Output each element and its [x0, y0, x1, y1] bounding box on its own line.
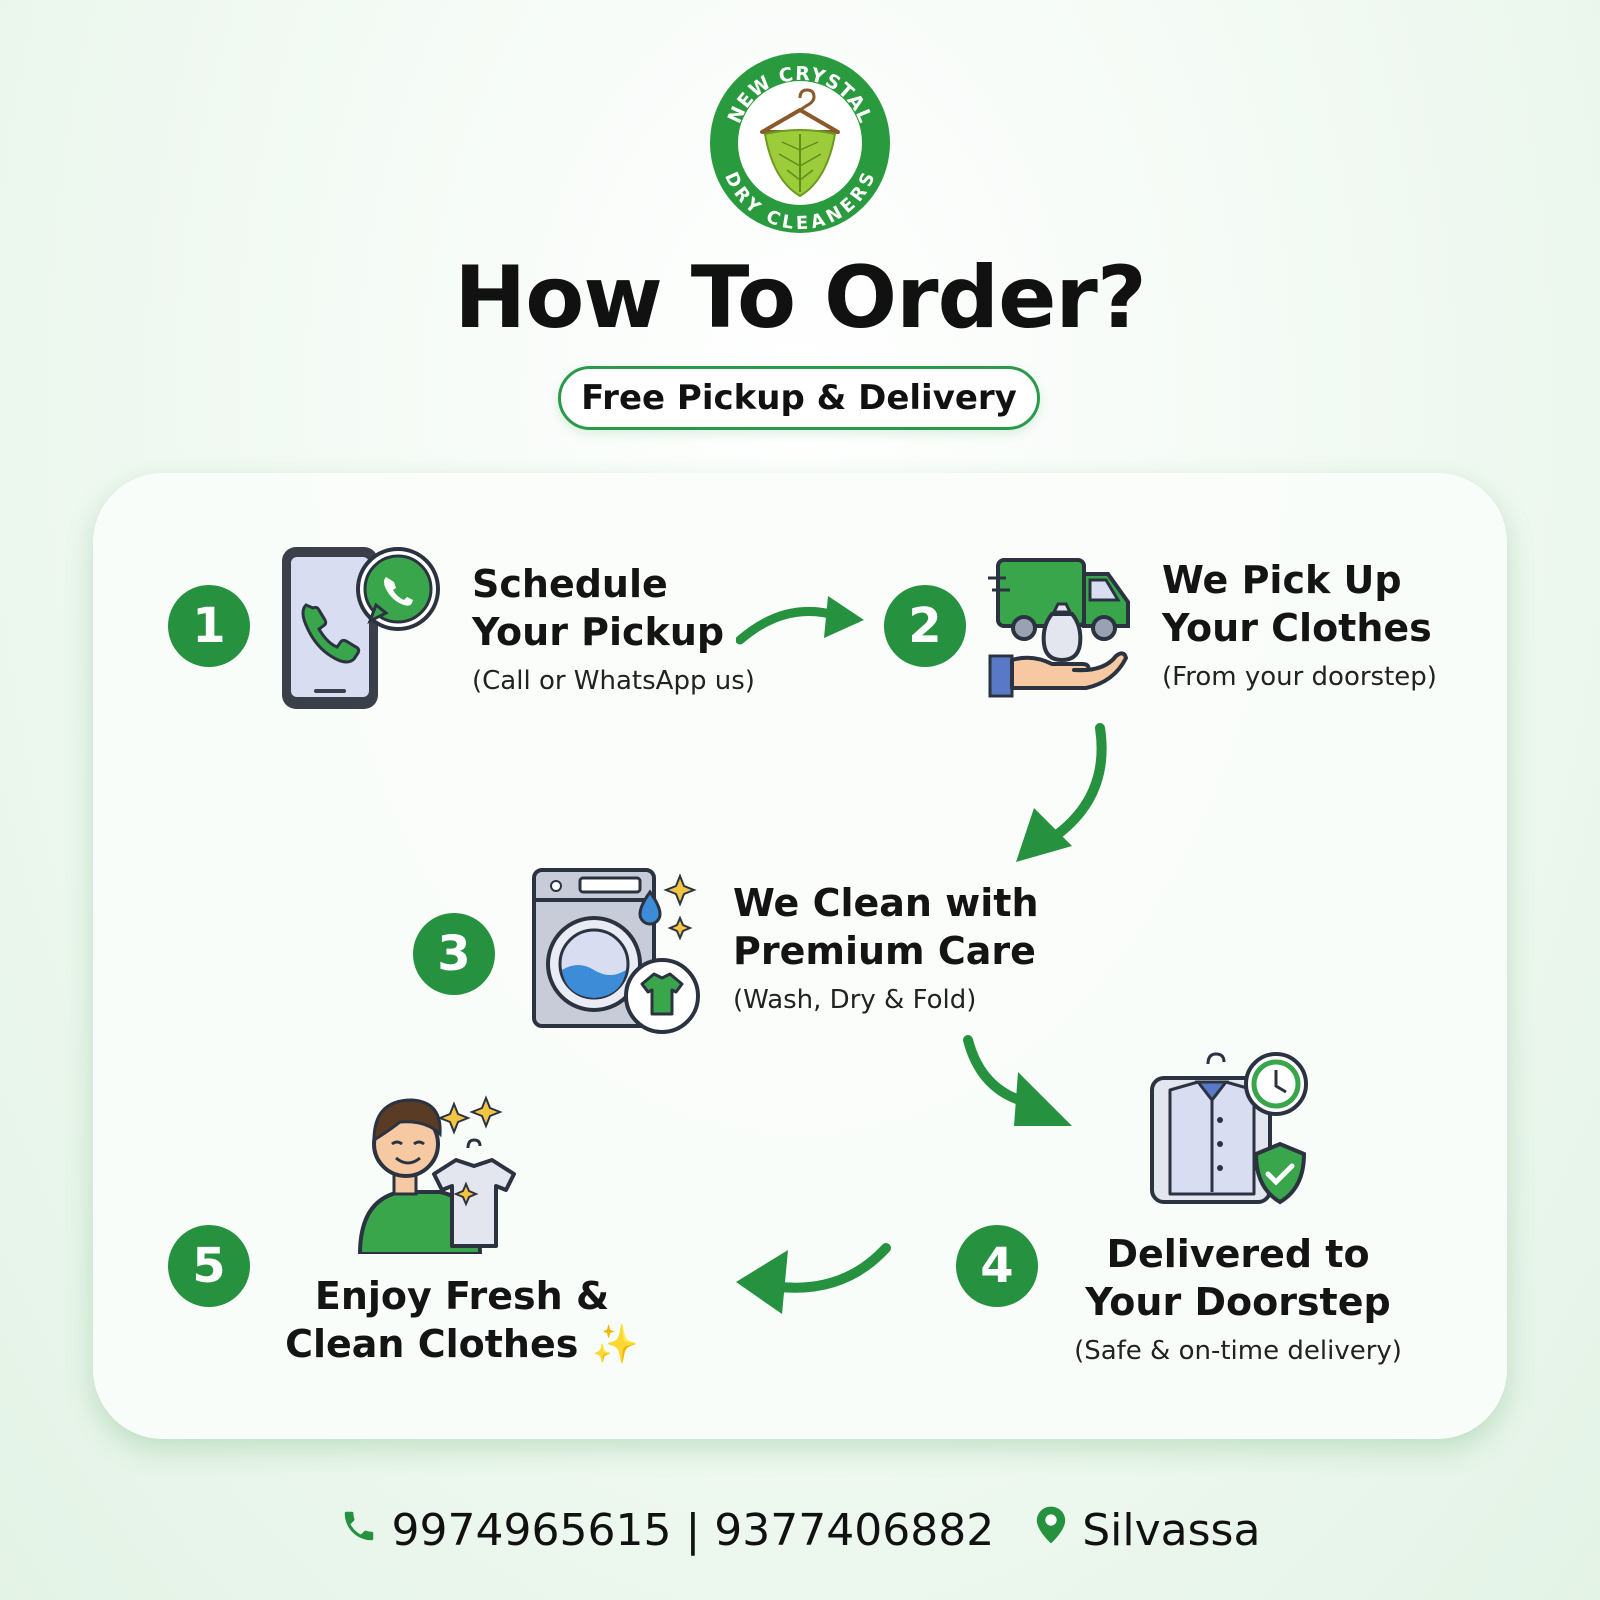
- phone-whatsapp-icon: [278, 543, 443, 715]
- happy-customer-icon: [354, 1094, 516, 1254]
- step-4-text: Delivered to Your Doorstep (Safe & on-ti…: [1048, 1230, 1428, 1368]
- step-2-text: We Pick Up Your Clothes (From your doors…: [1162, 556, 1437, 694]
- brand-logo: NEW CRYSTAL DRY CLEANERS: [707, 50, 893, 236]
- sparkle-icon: ✨: [591, 1322, 639, 1366]
- step-3-number: 3: [413, 913, 495, 995]
- step-4-title-line2: Your Doorstep: [1085, 1280, 1391, 1324]
- location-pin-icon: [1034, 1505, 1068, 1556]
- step-3-title-line1: We Clean with: [733, 881, 1039, 925]
- step-2-title-line2: Your Clothes: [1162, 606, 1432, 650]
- step-1-subtitle: (Call or WhatsApp us): [472, 666, 755, 696]
- shirt-clock-shield-icon: [1148, 1050, 1308, 1210]
- contact-footer: 9974965615 | 9377406882 Silvassa: [0, 1500, 1600, 1560]
- phone-numbers[interactable]: 9974965615 | 9377406882: [391, 1504, 995, 1556]
- step-1-title-line1: Schedule: [472, 562, 668, 606]
- arrow-right-icon: [735, 588, 866, 652]
- washing-machine-icon: [530, 866, 702, 1038]
- arrow-down-left-icon: [1012, 722, 1112, 871]
- phone-icon: [340, 1505, 378, 1556]
- step-4-subtitle: (Safe & on-time delivery): [1074, 1336, 1402, 1366]
- step-5-text: Enjoy Fresh & Clean Clothes ✨: [272, 1272, 652, 1368]
- location-text: Silvassa: [1082, 1504, 1261, 1556]
- delivery-van-icon: [988, 556, 1136, 702]
- step-4-number: 4: [956, 1225, 1038, 1307]
- step-5-title-line2-row: Clean Clothes ✨: [272, 1320, 652, 1368]
- step-3-subtitle: (Wash, Dry & Fold): [733, 985, 977, 1015]
- step-2-subtitle: (From your doorstep): [1162, 662, 1437, 692]
- step-4-title-line1: Delivered to: [1106, 1232, 1370, 1276]
- step-5-title-line1: Enjoy Fresh &: [314, 1274, 610, 1318]
- arrow-left-icon: [732, 1240, 892, 1324]
- step-1-title-line2: Your Pickup: [472, 610, 725, 654]
- step-2-number: 2: [884, 585, 966, 667]
- step-3-title-line2: Premium Care: [733, 929, 1036, 973]
- step-1-number: 1: [168, 585, 250, 667]
- free-pickup-badge: Free Pickup & Delivery: [558, 366, 1040, 430]
- step-2-title-line1: We Pick Up: [1162, 558, 1402, 602]
- step-5-title-line2: Clean Clothes: [285, 1322, 579, 1366]
- arrow-down-right-icon: [960, 1034, 1076, 1138]
- step-5-number: 5: [168, 1225, 250, 1307]
- step-1-text: Schedule Your Pickup (Call or WhatsApp u…: [472, 560, 755, 698]
- page-title: How To Order?: [454, 248, 1146, 348]
- step-3-text: We Clean with Premium Care (Wash, Dry & …: [733, 879, 1039, 1017]
